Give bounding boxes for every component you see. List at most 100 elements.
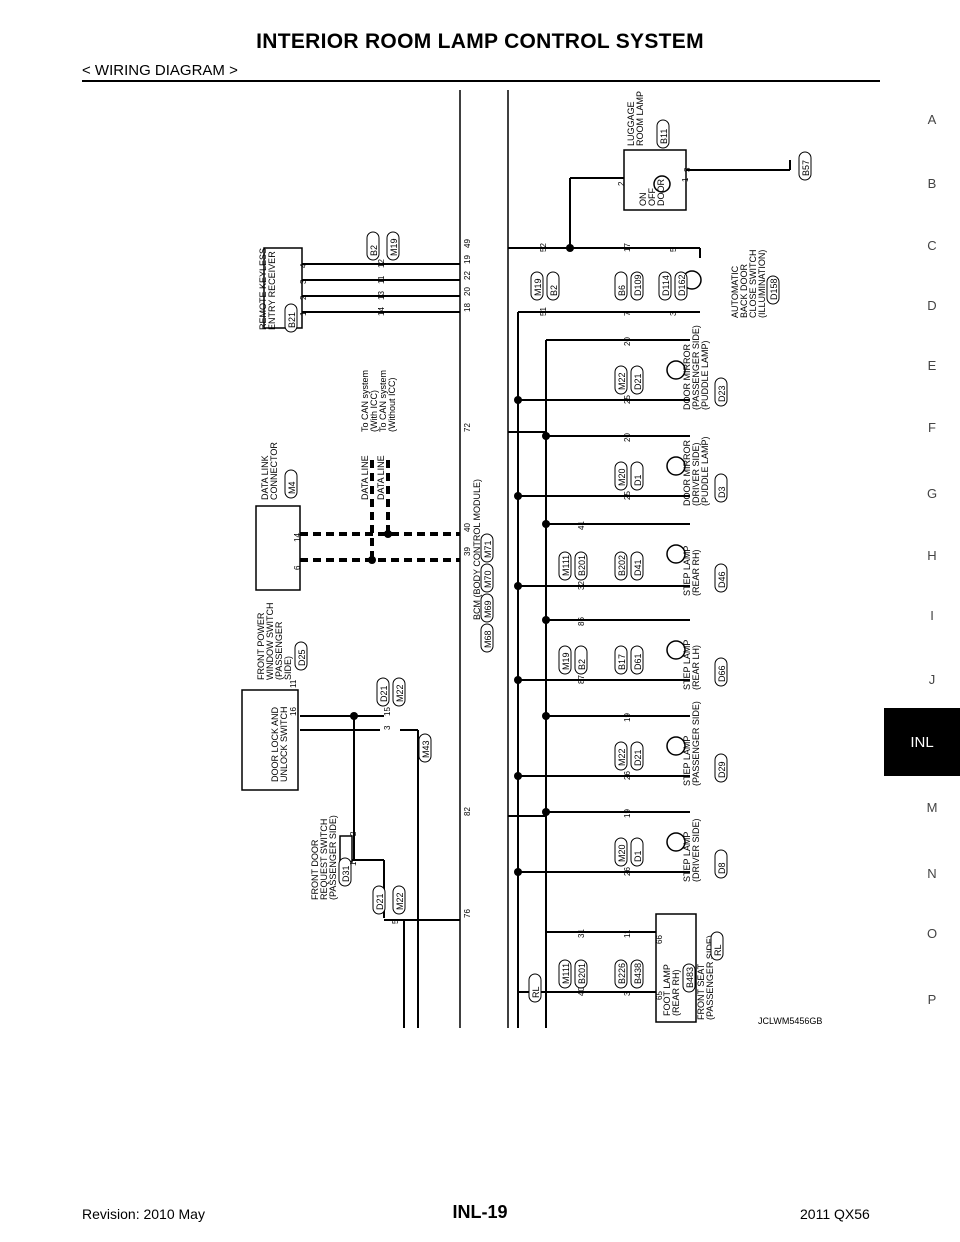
data-link-label: CONNECTOR	[269, 442, 279, 500]
step-rear-lh-harness: B2	[577, 659, 587, 670]
step-rear-lh-harness: B17	[617, 654, 627, 670]
side-tab-active: INL	[884, 708, 960, 776]
front-door-switch-label: FRONT DOOR	[310, 839, 320, 900]
bcm-pin: 82	[463, 807, 472, 816]
side-tab: C	[927, 238, 937, 253]
luggage-switch-label: ON	[638, 193, 648, 207]
step-pass-connector: D29	[717, 761, 727, 778]
back-door-harness: B2	[549, 285, 559, 296]
mirror-drv-label: (PUDDLE LAMP)	[700, 436, 710, 506]
power-window-pin: 16	[289, 707, 298, 716]
side-tab: G	[926, 486, 938, 501]
side-tab: F	[928, 420, 936, 435]
step-rear-lh-harness-tag	[614, 645, 628, 675]
bcm-pin: 76	[463, 909, 472, 918]
side-tab: H	[927, 548, 937, 563]
front-door-switch-label: REQUEST SWITCH	[319, 819, 329, 900]
step-rear-rh-pin: 32	[577, 581, 586, 590]
back-door-pin: 7	[623, 311, 632, 316]
front-door-harness-pin: 5	[391, 919, 400, 924]
step-rear-lh-connector: D66	[717, 665, 727, 682]
front-door-switch-label: (PASSENGER SIDE)	[328, 815, 338, 900]
footer-revision: Revision: 2010 May	[82, 1206, 205, 1222]
side-tab: I	[930, 608, 934, 623]
keyless-pin: 2	[299, 295, 308, 300]
back-door-harness: D114	[661, 275, 671, 296]
step-pass-label: (PASSENGER SIDE)	[691, 701, 701, 786]
step-rear-rh-harness-tag	[630, 551, 644, 581]
step-rear-lh-pin: 87	[577, 675, 586, 684]
bcm-pin: 19	[463, 255, 472, 264]
keyless-harness-pin: 13	[377, 291, 386, 300]
keyless-harness-pin: 12	[377, 259, 386, 268]
power-window-harness-tag	[392, 677, 406, 707]
data-line-label: DATA LINE	[360, 455, 370, 500]
front-door-switch-connector: D31	[341, 865, 351, 882]
step-pass-harness: D21	[633, 749, 643, 766]
back-door-harness: B6	[617, 285, 627, 296]
page-title: INTERIOR ROOM LAMP CONTROL SYSTEM	[256, 30, 704, 53]
step-rear-lh-harness-tag	[630, 645, 644, 675]
step-drv-harness-tag	[630, 837, 644, 867]
foot-lamp-label: FOOT LAMP	[662, 964, 672, 1016]
mirror-drv-harness: M20	[617, 468, 627, 486]
luggage-lamp-ground-tag	[798, 151, 812, 181]
bcm-pin: 49	[463, 239, 472, 248]
foot-lamp-pin: 65	[655, 991, 664, 1000]
step-pass-pin: 26	[623, 771, 632, 780]
mirror-drv-label: DOOR MIRROR	[682, 440, 692, 506]
mirror-pass-label: (PASSENGER SIDE)	[691, 325, 701, 410]
power-window-label: SIDE)	[283, 656, 293, 680]
data-link-label: DATA LINK	[260, 455, 270, 500]
foot-lamp-marker: RL	[713, 944, 723, 956]
side-tab: N	[927, 866, 937, 881]
bcm-pin: 39	[463, 547, 472, 556]
keyless-connector-tag	[284, 303, 298, 333]
keyless-harness-tag	[366, 231, 380, 261]
foot-lamp-pin: 66	[655, 935, 664, 944]
back-door-harness-tag	[658, 271, 672, 301]
step-rear-rh-label: STEP LAMP	[682, 546, 692, 596]
mirror-pass-harness-tag	[614, 365, 628, 395]
back-door-switch-label: CLOSE SWITCH	[748, 249, 758, 318]
step-rear-rh-pin: 41	[577, 521, 586, 530]
step-rear-lh-harness: M19	[561, 652, 571, 670]
mirror-pass-harness-tag	[630, 365, 644, 395]
step-rear-rh-harness: M111	[561, 555, 571, 576]
step-pass-pin: 19	[623, 713, 632, 722]
step-rear-rh-label: (REAR RH)	[691, 549, 701, 596]
page-subtitle: < WIRING DIAGRAM >	[82, 62, 238, 79]
step-pass-label: STEP LAMP	[682, 736, 692, 786]
foot-lamp-harness-tag	[574, 959, 588, 989]
power-window-label: (PASSENGER	[274, 621, 284, 680]
data-link-pin: 14	[293, 533, 302, 542]
can-label: (With ICC)	[369, 390, 379, 432]
front-door-harness-tag	[372, 885, 386, 915]
foot-lamp-harness-tag	[630, 959, 644, 989]
luggage-switch-label: DOOR	[656, 178, 666, 206]
back-door-harness-tag	[530, 271, 544, 301]
bcm-pin: 20	[463, 287, 472, 296]
power-window-harness-pin: 15	[383, 707, 392, 716]
bcm-pin: 18	[463, 303, 472, 312]
step-rear-rh-harness: D41	[633, 559, 643, 576]
luggage-lamp-label: LUGGAGE	[626, 101, 636, 146]
back-door-harness-tag	[546, 271, 560, 301]
foot-lamp-harness-tag	[614, 959, 628, 989]
luggage-lamp-ground: B57	[801, 160, 811, 176]
foot-lamp-harness: M111	[561, 963, 571, 984]
footer-model: 2011 QX56	[800, 1206, 870, 1222]
keyless-connector: B21	[287, 312, 297, 328]
foot-lamp-connector: B483	[685, 967, 695, 988]
mirror-pass-connector: D23	[717, 385, 727, 402]
back-door-harness-tag	[674, 271, 688, 301]
foot-lamp-pin: 3	[623, 991, 632, 996]
foot-lamp-harness: B201	[577, 963, 587, 984]
back-door-switch-connector: D158	[769, 278, 779, 300]
back-door-harness-tag	[614, 271, 628, 301]
step-pass-harness: M22	[617, 748, 627, 766]
mirror-drv-harness: D1	[633, 474, 643, 486]
keyless-harness-tag	[386, 231, 400, 261]
power-window-harness: M22	[395, 684, 405, 702]
step-drv-pin: 19	[623, 809, 632, 818]
